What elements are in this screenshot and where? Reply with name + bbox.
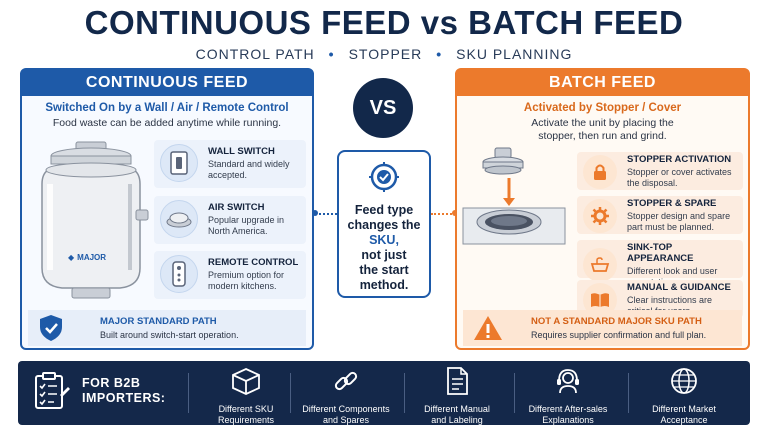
feature-wall-switch: WALL SWITCH Standard and widely accepted… bbox=[154, 140, 306, 188]
major-standard-path-note: MAJOR STANDARD PATH Built around switch-… bbox=[28, 310, 306, 346]
subtitle-item: STOPPER bbox=[348, 46, 423, 62]
feature-title: MANUAL & GUIDANCE bbox=[627, 282, 731, 293]
disposer-unit-illustration bbox=[41, 141, 149, 299]
brand-name: MAJOR bbox=[77, 253, 107, 262]
stopper-sink-illustration bbox=[462, 147, 566, 245]
center-message: Feed type changes the SKU, not just the … bbox=[339, 203, 429, 293]
globe-icon bbox=[671, 368, 697, 394]
feature-stopper-activation: STOPPER ACTIVATION Stopper or cover acti… bbox=[577, 152, 743, 190]
feature-title: SINK-TOP APPEARANCE bbox=[627, 242, 694, 264]
note-title: MAJOR STANDARD PATH bbox=[100, 316, 217, 327]
link-icon bbox=[334, 371, 358, 391]
feature-desc: Popular upgrade in North America. bbox=[208, 214, 285, 236]
feature-stopper-spare: STOPPER & SPARE Stopper design and spare… bbox=[577, 196, 743, 234]
footer-item-label: and Labeling bbox=[431, 415, 483, 425]
sink-icon bbox=[583, 248, 617, 282]
connector-dot bbox=[312, 210, 318, 216]
footer-item-label: Explanations bbox=[542, 415, 594, 425]
footer-item-label: Acceptance bbox=[660, 415, 708, 425]
footer-divider bbox=[514, 373, 515, 413]
footer-lead: FOR B2B IMPORTERS: bbox=[30, 371, 165, 411]
footer-item-label: Different Market bbox=[652, 404, 716, 414]
air-switch-icon bbox=[160, 200, 198, 238]
continuous-feed-subtitle: Switched On by a Wall / Air / Remote Con… bbox=[45, 102, 289, 114]
wall-switch-icon bbox=[160, 144, 198, 182]
feature-title: STOPPER ACTIVATION bbox=[627, 154, 732, 165]
target-check-icon bbox=[369, 162, 399, 192]
feature-desc: Standard and widely accepted. bbox=[208, 158, 290, 180]
lock-icon bbox=[583, 154, 617, 189]
feature-air-switch: AIR SWITCH Popular upgrade in North Amer… bbox=[154, 196, 306, 244]
not-standard-path-note: NOT A STANDARD MAJOR SKU PATH Requires s… bbox=[463, 310, 742, 346]
feature-remote-control: REMOTE CONTROL Premium option for modern… bbox=[154, 251, 306, 299]
brand-logo-icon: ◆ bbox=[68, 253, 75, 262]
center-line: changes the bbox=[347, 218, 421, 232]
feature-title: STOPPER & SPARE bbox=[627, 198, 717, 209]
remote-control-icon bbox=[160, 255, 198, 293]
footer-lead-line: FOR B2B bbox=[82, 376, 141, 390]
vs-badge: VS bbox=[353, 78, 413, 138]
feature-desc: Premium option for modern kitchens. bbox=[208, 269, 285, 291]
footer-divider bbox=[290, 373, 291, 413]
subtitle-item: CONTROL PATH bbox=[195, 46, 315, 62]
warning-icon bbox=[474, 316, 502, 340]
footer-item-label: Different SKU bbox=[218, 404, 274, 414]
footer-divider bbox=[628, 373, 629, 413]
continuous-feed-description: Food waste can be added anytime while ru… bbox=[52, 117, 282, 129]
page-title: CONTINUOUS FEED vs BATCH FEED bbox=[84, 4, 684, 41]
bullet-icon: • bbox=[328, 46, 335, 62]
brand-label: ◆MAJOR bbox=[68, 253, 106, 262]
note-title: NOT A STANDARD MAJOR SKU PATH bbox=[531, 316, 702, 327]
center-line: the start bbox=[359, 263, 409, 277]
center-line: not just bbox=[361, 248, 407, 262]
page-subtitle: CONTROL PATH • STOPPER • SKU PLANNING bbox=[0, 46, 768, 62]
feature-desc: Stopper or cover activates the disposal. bbox=[627, 167, 732, 188]
note-desc: Requires supplier confirmation and full … bbox=[531, 330, 707, 340]
continuous-feed-title: CONTINUOUS FEED bbox=[22, 70, 312, 96]
batch-feed-title: BATCH FEED bbox=[457, 70, 748, 96]
footer-item-label: Different Manual bbox=[424, 404, 490, 414]
batch-feed-subtitle: Activated by Stopper / Cover bbox=[523, 102, 682, 114]
continuous-feed-panel: CONTINUOUS FEED Switched On by a Wall / … bbox=[20, 68, 314, 350]
feature-title: REMOTE CONTROL bbox=[208, 256, 299, 268]
clipboard-checklist-icon bbox=[35, 372, 70, 409]
center-line: method. bbox=[359, 278, 409, 292]
bullet-icon: • bbox=[436, 46, 443, 62]
footer-item-label: Different Components bbox=[302, 404, 390, 414]
center-message-box: Feed type changes the SKU, not just the … bbox=[337, 150, 431, 298]
document-icon bbox=[447, 367, 468, 395]
footer-divider bbox=[188, 373, 189, 413]
gear-icon bbox=[583, 198, 617, 233]
headset-icon bbox=[557, 369, 579, 394]
shield-check-icon bbox=[40, 315, 62, 341]
footer-divider bbox=[404, 373, 405, 413]
feature-title: AIR SWITCH bbox=[208, 201, 265, 213]
center-highlight: SKU, bbox=[369, 233, 399, 247]
batch-feed-description: Activate the unit by placing the stopper… bbox=[531, 117, 674, 142]
subtitle-item: SKU PLANNING bbox=[456, 46, 573, 62]
feature-sink-top-appearance: SINK-TOP APPEARANCE Different look and u… bbox=[577, 240, 743, 287]
right-connector bbox=[431, 213, 455, 215]
note-desc: Built around switch-start operation. bbox=[100, 330, 239, 340]
left-connector bbox=[314, 213, 337, 215]
batch-feed-panel: BATCH FEED Activated by Stopper / Cover … bbox=[455, 68, 750, 350]
footer-lead-line: IMPORTERS: bbox=[82, 391, 166, 405]
center-line: Feed type bbox=[354, 203, 414, 217]
footer-item-label: Different After-sales bbox=[528, 404, 608, 414]
feature-desc: Stopper design and spare part must be pl… bbox=[627, 211, 731, 232]
footer-item-label: and Spares bbox=[322, 415, 370, 425]
box-icon bbox=[232, 368, 260, 395]
footer-item-label: Requirements bbox=[217, 415, 275, 425]
feature-title: WALL SWITCH bbox=[208, 145, 275, 157]
